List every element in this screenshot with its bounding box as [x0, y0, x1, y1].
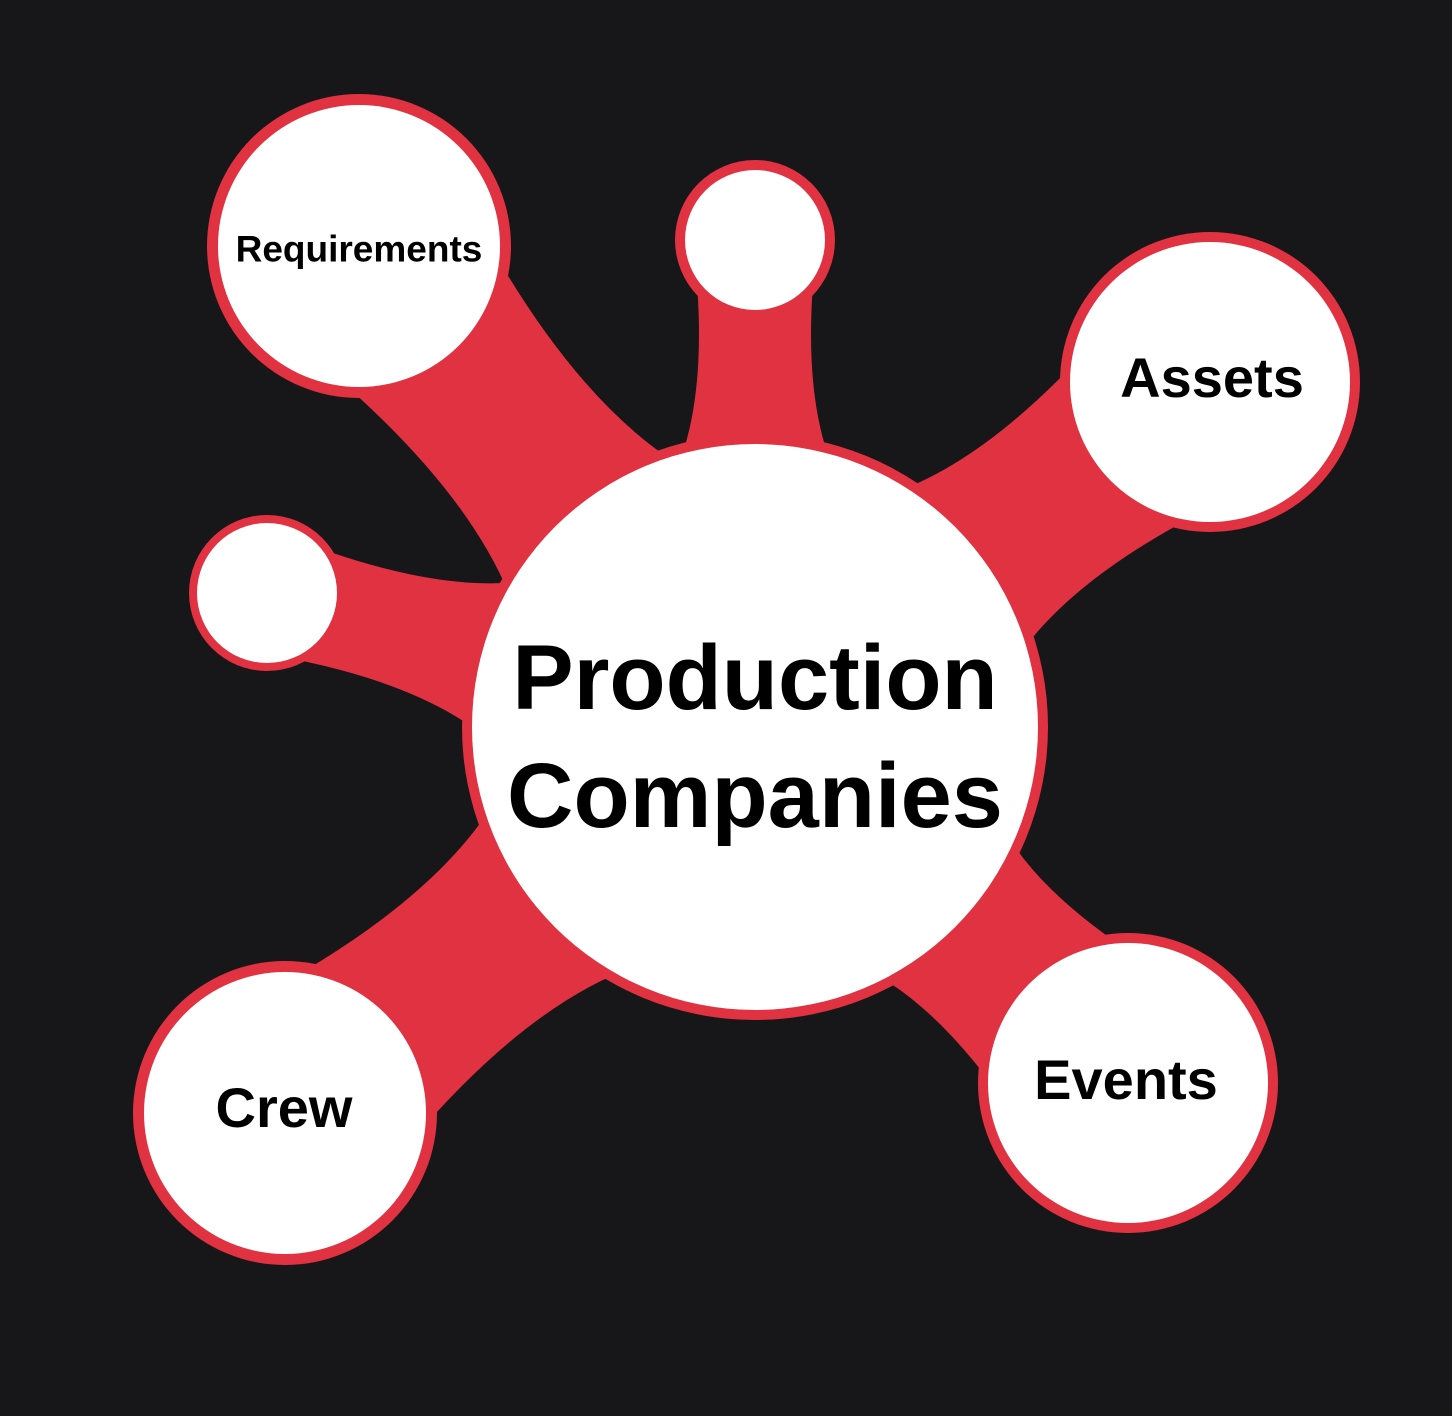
- node-requirements: [218, 105, 500, 387]
- node-assets: [1070, 242, 1350, 522]
- center-label-line2: Companies: [507, 745, 1003, 847]
- node-crew: [144, 972, 426, 1254]
- node-label-events: Events: [1034, 1048, 1218, 1112]
- node-label-requirements: Requirements: [235, 228, 483, 270]
- node-blank-top: [685, 170, 825, 310]
- center-node-label: Production Companies: [507, 619, 1003, 855]
- node-label-assets: Assets: [1120, 346, 1304, 410]
- center-label-line1: Production: [512, 627, 998, 729]
- node-events: [988, 943, 1268, 1223]
- node-label-crew: Crew: [215, 1076, 353, 1140]
- node-blank-left: [197, 523, 337, 663]
- center-node: [472, 444, 1038, 1010]
